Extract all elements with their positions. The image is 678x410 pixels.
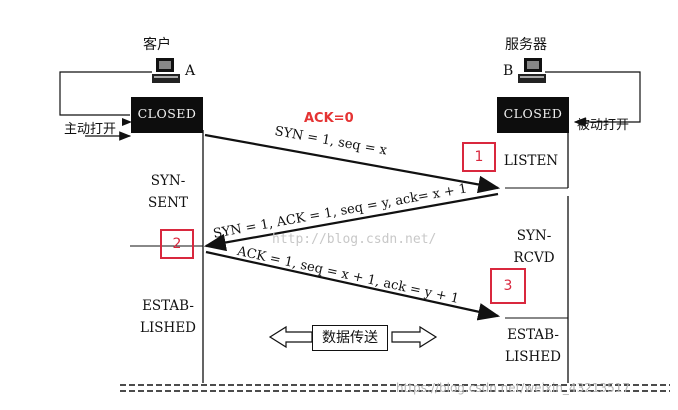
client-open-loop [59, 71, 152, 116]
client-letter: A [185, 63, 196, 79]
server-state-established: ESTAB- LISHED [505, 327, 561, 365]
client-state-established: ESTAB- LISHED [140, 298, 196, 336]
step-3-box: 3 [490, 268, 526, 304]
server-open-label: 被动打开 [577, 118, 630, 133]
server-closed-state: CLOSED [497, 97, 569, 133]
step-2-box: 2 [160, 229, 194, 259]
ack0-annotation: ACK=0 [304, 111, 354, 126]
server-open-loop [545, 71, 641, 127]
arrow-synack [203, 192, 499, 252]
client-title: 客户 [143, 37, 171, 53]
server-computer-icon [516, 56, 548, 86]
client-computer-icon [150, 56, 182, 86]
server-state-syn-rcvd: SYN- RCVD [513, 228, 555, 266]
server-title: 服务器 [505, 37, 547, 53]
client-closed-state: CLOSED [131, 97, 203, 133]
arrow-syn [204, 133, 501, 194]
data-arrow-left [268, 325, 313, 349]
data-transfer-box: 数据传送 [312, 325, 388, 351]
step-1-box: 1 [462, 142, 496, 172]
client-open-label: 主动打开 [64, 122, 117, 137]
watermark-center: http://blog.csdn.net/ [272, 232, 437, 247]
server-letter: B [503, 63, 514, 79]
data-arrow-right [391, 325, 438, 349]
arrow-ack [205, 250, 501, 321]
watermark-bottom: https://blog.csdn.net/weixin_43213517 [396, 381, 631, 395]
server-state-listen: LISTEN [503, 153, 559, 169]
client-state-syn-sent: SYN- SENT [148, 173, 188, 211]
